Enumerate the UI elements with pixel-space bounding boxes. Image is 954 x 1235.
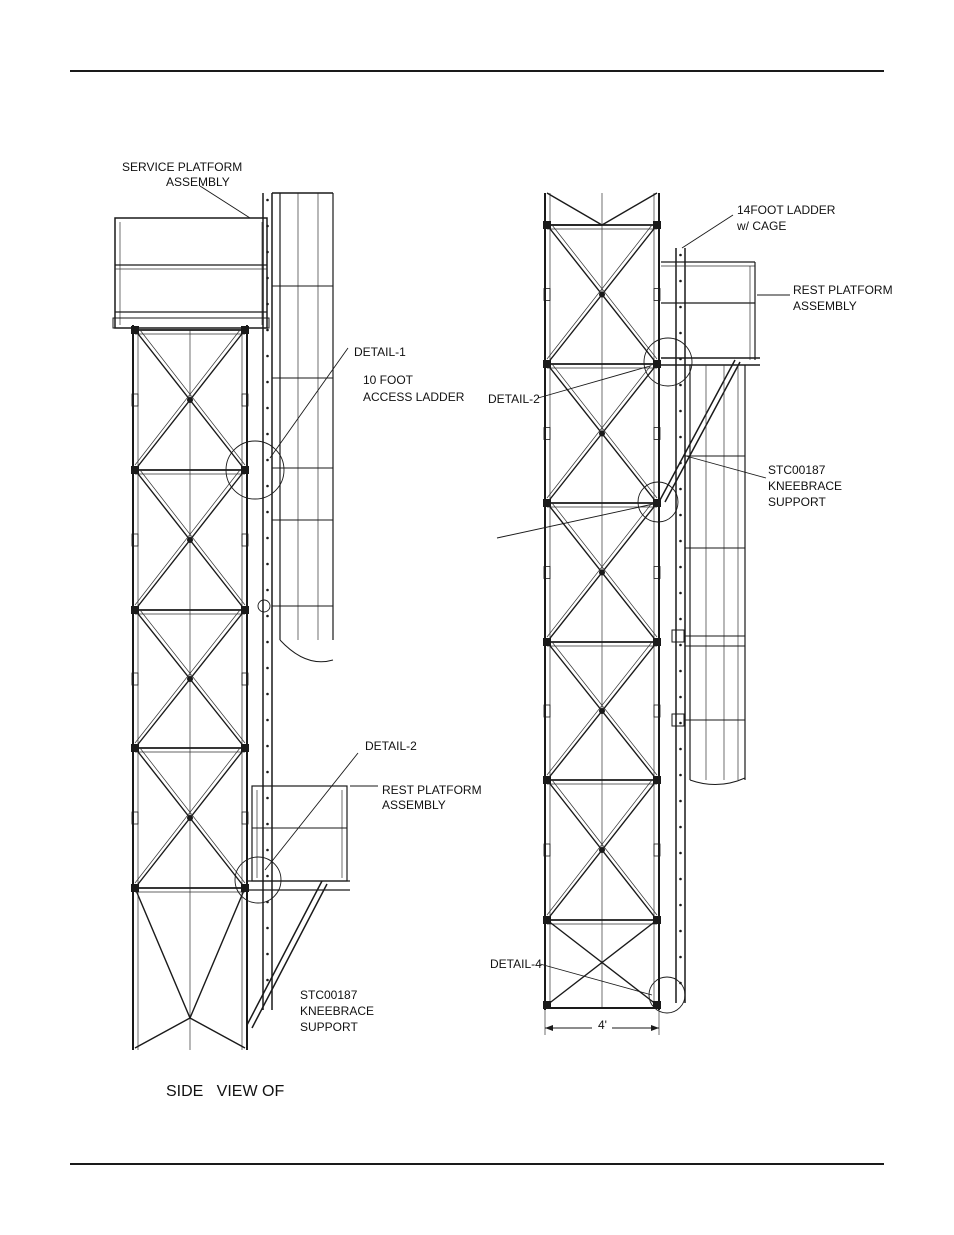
detail-2-label-right: DETAIL-2 [488,392,540,406]
kneebrace-left-label-2: KNEEBRACE [300,1004,374,1018]
kneebrace-left-label-1: STC00187 [300,988,358,1002]
access-ladder-label-2: ACCESS LADDER [363,390,465,404]
ladder-cage-label-1: 14FOOT LADDER [737,203,836,217]
kneebrace-left-label-3: SUPPORT [300,1020,358,1034]
detail-4-label: DETAIL-4 [490,957,542,971]
rest-platform-left-label-1: REST PLATFORM [382,783,482,797]
left-tower [131,325,249,1050]
service-platform-label-2: ASSEMBLY [166,175,230,189]
right-detail-circles [638,338,692,1013]
ladder-cage-label-2: w/ CAGE [736,219,786,233]
access-ladder-label-1: 10 FOOT [363,373,414,387]
side-view-caption: SIDE VIEW OF [166,1083,284,1100]
rest-platform-right-label-1: REST PLATFORM [793,283,893,297]
rest-platform-left-label-2: ASSEMBLY [382,798,446,812]
left-detail-circles [226,441,284,903]
dimension-label: 4' [598,1018,607,1032]
right-ladder-rail [676,248,685,1003]
left-ladder-cage [272,193,333,662]
detail-2-label-left: DETAIL-2 [365,739,417,753]
right-ladder-cage [672,365,745,785]
service-platform-label-1: SERVICE PLATFORM [122,160,242,174]
left-leaders [200,186,378,870]
detail-1-label: DETAIL-1 [354,345,406,359]
right-tower [543,193,661,1010]
kneebrace-right-label-2: KNEEBRACE [768,479,842,493]
service-platform [113,218,269,328]
rest-platform-right-label-2: ASSEMBLY [793,299,857,313]
kneebrace-right-label-3: SUPPORT [768,495,826,509]
kneebrace-right-label-1: STC00187 [768,463,826,477]
right-leaders [497,215,790,995]
